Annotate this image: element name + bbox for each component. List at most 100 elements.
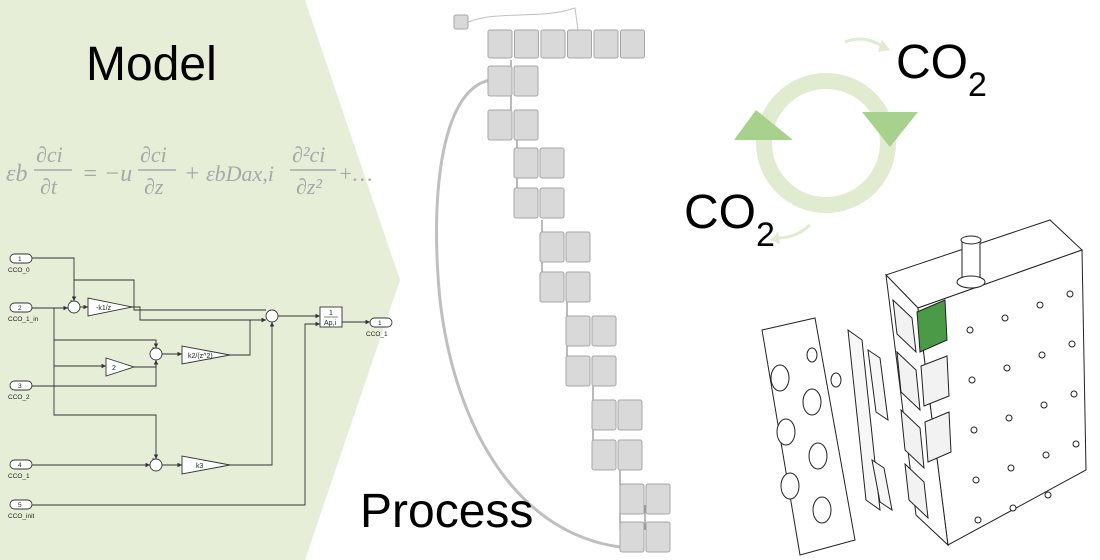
process-column-block	[565, 315, 591, 347]
inport-4-name: CCO_1	[8, 473, 30, 480]
gain-2-label: 2	[112, 365, 116, 372]
cycle-arrow-down-icon	[862, 112, 918, 147]
sum-1-sign: -	[70, 298, 73, 305]
device-screws	[966, 290, 1080, 524]
process-top-block	[620, 29, 645, 59]
cycle-small-arrow-bottom-icon	[777, 223, 812, 240]
model-panel-background	[0, 0, 400, 560]
eq-plus1: +	[184, 161, 200, 187]
eq-term2-den: ∂z²	[296, 174, 322, 199]
device-connectors	[770, 347, 842, 524]
process-column-block	[487, 65, 513, 97]
process-source-node	[453, 14, 469, 30]
process-column-block	[619, 483, 645, 515]
process-column-block	[513, 65, 539, 97]
cycle-small-arrowhead-top-icon	[878, 40, 890, 52]
device-filter-highlight	[916, 299, 948, 353]
inport-2-num: 2	[18, 305, 22, 312]
eq-sign: =	[82, 161, 98, 187]
gain-3	[181, 345, 231, 365]
cycle-small-arrowhead-bottom-icon	[770, 232, 780, 244]
process-column-block	[617, 399, 643, 431]
process-column-block	[539, 187, 565, 219]
eq-term1-prefix: −u	[104, 161, 132, 187]
block-diagram-labels: 1 CCO_0 2 CCO_1_in 3 CCO_2 4 CCO_1 5 CCO…	[8, 256, 388, 520]
gain-4-label: k3	[196, 463, 204, 470]
model-equation: εb ∂ci ∂t = −u ∂ci ∂z + εbDax,i ∂²ci ∂z²…	[6, 142, 372, 199]
eq-lhs-coeff: εb	[6, 161, 27, 187]
process-column-block	[565, 231, 591, 263]
process-column-block	[487, 109, 513, 141]
eq-term2-coeff: εbDax,i	[206, 161, 274, 186]
process-column-block	[591, 315, 617, 347]
inport-1-num: 1	[18, 256, 22, 263]
co2-label-bottom: CO2	[684, 186, 775, 254]
inport-5-num: 5	[18, 502, 22, 509]
eq-term2-num: ∂²ci	[292, 142, 325, 167]
process-column-block	[645, 521, 671, 553]
process-recycle-line	[435, 78, 631, 550]
sum-3	[265, 309, 279, 323]
process-blocks	[487, 29, 671, 553]
inport-4-num: 4	[18, 462, 22, 469]
device-gasket-2	[867, 348, 889, 422]
device-gasket-1	[847, 328, 881, 512]
co2-label-top-sub: 2	[968, 66, 987, 104]
process-top-block	[514, 29, 539, 59]
process-column-block	[591, 355, 617, 387]
process-title: Process	[360, 485, 533, 538]
device-side-face	[917, 249, 1087, 546]
process-diagram	[435, 7, 671, 553]
adsorber-device-drawing	[761, 219, 1087, 556]
process-column-block	[645, 483, 671, 515]
outport-1-num: 1	[378, 320, 382, 327]
process-top-block	[487, 29, 513, 59]
sum-2-sign: -	[152, 345, 155, 352]
inport-3-num: 3	[18, 383, 22, 390]
block-diagram	[9, 253, 393, 510]
inport-1-name: CCO_0	[8, 267, 30, 274]
process-column-block	[617, 439, 643, 471]
integrator-num: 1	[329, 310, 333, 317]
model-title: Model	[86, 38, 217, 91]
co2-label-bottom-sub: 2	[756, 216, 775, 254]
process-column-block	[539, 147, 565, 179]
process-column-block	[565, 355, 591, 387]
integrator-den: Ap,i	[324, 320, 337, 327]
eq-tail: +…	[338, 161, 372, 186]
eq-lhs-den: ∂t	[40, 174, 58, 199]
process-column-block	[539, 231, 565, 263]
process-column-block	[591, 439, 617, 471]
inport-1	[9, 253, 33, 264]
co2-cycle	[734, 37, 918, 244]
gain-1-label: -k1/z	[96, 305, 112, 312]
inport-5	[9, 499, 33, 510]
device-filter-windows	[892, 298, 952, 520]
sum-4-sign: -	[152, 456, 155, 463]
inport-2-name: CCO_1_in	[8, 316, 39, 323]
inport-3	[9, 380, 33, 391]
process-top-block	[540, 29, 566, 59]
inport-2	[9, 302, 33, 313]
eq-term1-num: ∂ci	[140, 142, 167, 167]
co2-label-top: CO2	[896, 36, 987, 104]
process-column-block	[565, 271, 591, 303]
inport-5-name: CCO_init	[8, 513, 35, 520]
cycle-small-arrow-top-icon	[844, 37, 883, 48]
process-top-block	[593, 29, 619, 59]
device-gasket-3	[871, 458, 893, 512]
process-column-block	[513, 187, 539, 219]
process-column-block	[539, 271, 565, 303]
outport-1	[369, 317, 393, 328]
gain-2	[105, 357, 136, 377]
process-top-block	[567, 29, 592, 59]
inport-4	[9, 459, 33, 470]
process-column-block	[591, 399, 617, 431]
process-column-block	[513, 109, 539, 141]
co2-cycle-ring	[756, 73, 896, 213]
outport-1-name: CCO_1	[366, 331, 388, 338]
device-top-fitting	[961, 239, 981, 281]
eq-term1-den: ∂z	[144, 174, 164, 199]
process-column-block	[513, 147, 539, 179]
